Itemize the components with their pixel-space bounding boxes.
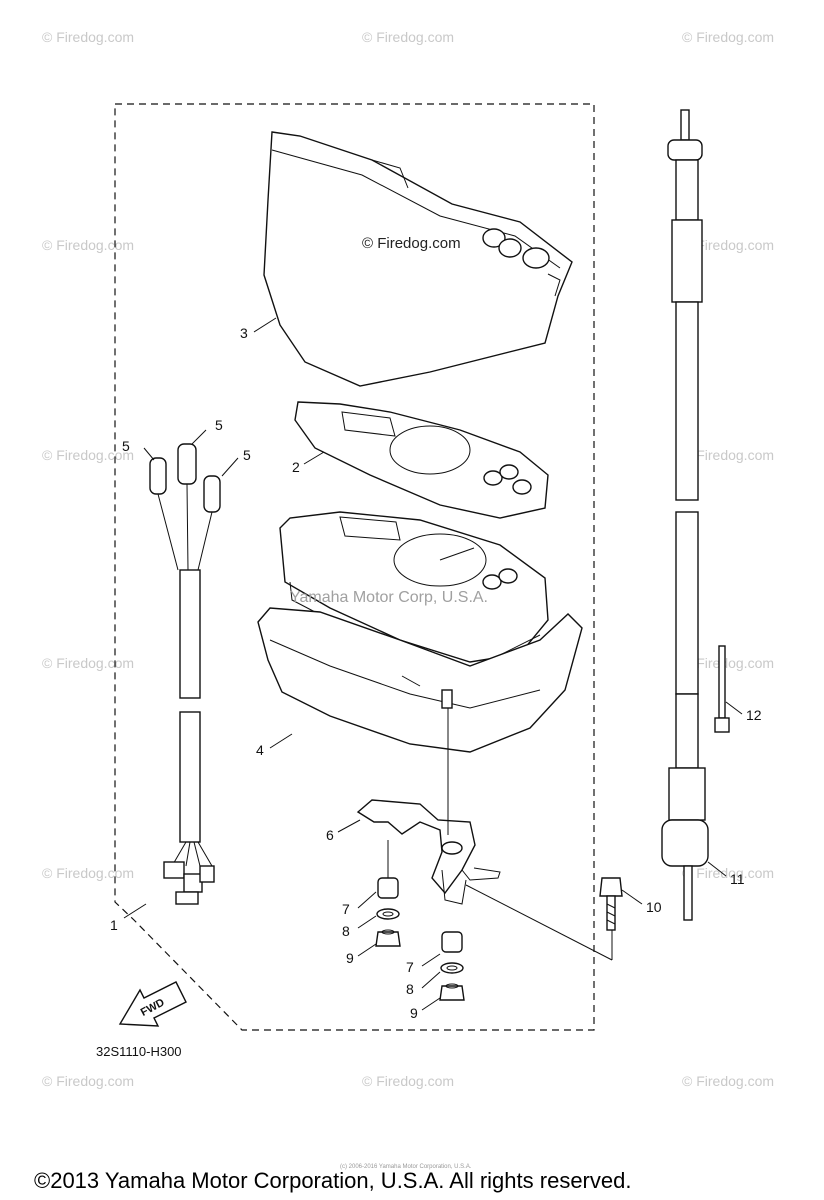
meter-cover bbox=[263, 131, 573, 387]
watermark: © Firedog.com bbox=[362, 1073, 454, 1089]
cable-tie bbox=[714, 645, 730, 733]
watermark: © Firedog.com bbox=[42, 447, 134, 463]
callout-11: 11 bbox=[730, 871, 745, 887]
copyright-footer: ©2013 Yamaha Motor Corporation, U.S.A. A… bbox=[34, 1168, 631, 1193]
callout-9a: 9 bbox=[346, 950, 354, 966]
watermark: © Firedog.com bbox=[682, 655, 774, 671]
callout-5a: 5 bbox=[122, 438, 130, 454]
watermark: © Firedog.com bbox=[682, 447, 774, 463]
callout-8b: 8 bbox=[406, 981, 414, 997]
meter-housing bbox=[257, 607, 583, 753]
watermark: © Firedog.com bbox=[682, 1073, 774, 1089]
callout-7b: 7 bbox=[406, 959, 414, 975]
watermark: © Firedog.com bbox=[42, 865, 134, 881]
watermark: © Firedog.com bbox=[682, 29, 774, 45]
watermark: © Firedog.com bbox=[42, 655, 134, 671]
callout-10: 10 bbox=[646, 899, 662, 915]
callout-4: 4 bbox=[256, 742, 264, 758]
callout-7a: 7 bbox=[342, 901, 350, 917]
watermark: © Firedog.com bbox=[42, 237, 134, 253]
tiny-notice: (c) 2006-2016 Yamaha Motor Corporation, … bbox=[340, 1164, 472, 1170]
callout-2: 2 bbox=[292, 459, 300, 475]
watermark: © Firedog.com bbox=[362, 29, 454, 45]
wire-harness bbox=[149, 443, 221, 905]
watermark: © Firedog.com bbox=[682, 237, 774, 253]
mounting-bracket bbox=[356, 799, 501, 905]
callout-5c: 5 bbox=[243, 447, 251, 463]
callout-9b: 9 bbox=[410, 1005, 418, 1021]
watermark: © Firedog.com bbox=[682, 865, 774, 881]
meter-lens bbox=[294, 401, 549, 519]
hardware-stack-right bbox=[439, 931, 465, 1001]
forward-arrow-icon bbox=[118, 981, 187, 1027]
center-watermark: © Firedog.com bbox=[362, 235, 461, 252]
watermark: © Firedog.com bbox=[42, 1073, 134, 1089]
callout-leaders bbox=[123, 317, 743, 1011]
callout-6: 6 bbox=[326, 827, 334, 843]
callout-8a: 8 bbox=[342, 923, 350, 939]
mid-watermark: Yamaha Motor Corp, U.S.A. bbox=[290, 589, 488, 606]
speedometer-cable bbox=[661, 109, 709, 921]
callout-5b: 5 bbox=[215, 417, 223, 433]
diagram-code: 32S1110-H300 bbox=[96, 1044, 182, 1059]
leader-line bbox=[465, 884, 613, 961]
callout-12: 12 bbox=[746, 707, 762, 723]
assembly-boundary bbox=[114, 103, 595, 1031]
callout-labels: 3 2 4 1 5 5 5 6 7 8 9 7 8 9 10 11 12 bbox=[110, 325, 762, 1021]
watermark: © Firedog.com bbox=[42, 29, 134, 45]
callout-1: 1 bbox=[110, 917, 118, 933]
hardware-stack-left bbox=[375, 877, 401, 947]
bolt bbox=[599, 877, 623, 931]
callout-3: 3 bbox=[240, 325, 248, 341]
